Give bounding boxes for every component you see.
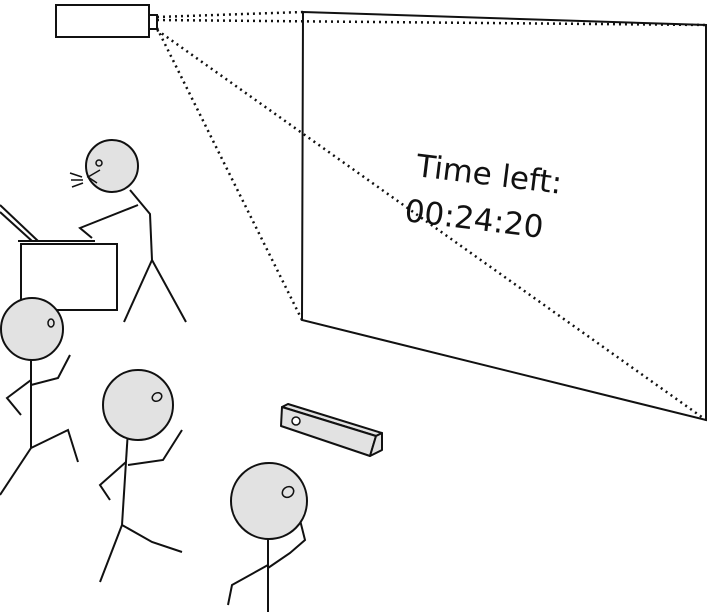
presenter-arm [78, 204, 139, 239]
person-1-arm-right [30, 354, 71, 386]
laptop-lid [0, 204, 39, 242]
speech-line-1 [69, 172, 83, 178]
projector-lens [148, 14, 158, 30]
countdown-text: Time left: 00:24:20 [403, 148, 564, 246]
presenter [69, 139, 187, 323]
projection-screen [300, 10, 707, 422]
speech-line-3 [71, 182, 84, 188]
audience-person-3 [227, 462, 308, 612]
person-2-arm-left [98, 461, 127, 501]
sensor-bar-end [369, 432, 383, 457]
person-1-head [0, 297, 64, 361]
person-2-leg-left [99, 524, 123, 583]
audience-person-2 [98, 369, 183, 583]
beam-top-edge [156, 10, 304, 19]
beam-diagonal [156, 28, 707, 422]
presenter-eye [95, 159, 103, 167]
audience-person-1 [0, 297, 79, 496]
person-1-eye [47, 318, 55, 328]
presenter-body [78, 189, 187, 323]
presenter-mouth [86, 169, 101, 184]
laptop-lid-inner [0, 211, 33, 242]
person-3-head [230, 462, 308, 540]
projection-beam [155, 10, 707, 422]
countdown-label: Time left: [413, 148, 564, 202]
person-2-eye [151, 391, 163, 403]
beam-lower-edge [155, 27, 304, 321]
person-1-arm-left [5, 379, 32, 416]
laptop [0, 204, 95, 245]
sensor-bar [280, 403, 383, 457]
presenter-head [85, 139, 139, 193]
presenter-left-leg [123, 259, 153, 323]
person-2-arm-right [127, 429, 183, 466]
person-3-arm-left [227, 564, 269, 606]
person-3-eye [281, 485, 295, 499]
person-2-head [102, 369, 174, 441]
speech-lines [69, 172, 84, 188]
person-3-arm-right [267, 519, 307, 569]
person-1-leg-left [0, 447, 32, 496]
sensor-lens [291, 416, 301, 426]
presenter-right-leg [151, 259, 187, 323]
sensor-bar-front [280, 406, 377, 457]
projector-body [55, 4, 150, 38]
presenter-torso [129, 189, 153, 261]
projector [55, 4, 158, 38]
person-1-leg-right [30, 428, 79, 463]
beam-far-edge [156, 18, 707, 27]
person-2-leg-right [121, 524, 183, 553]
countdown-value: 00:24:20 [403, 193, 546, 246]
person-2-body [121, 429, 129, 526]
